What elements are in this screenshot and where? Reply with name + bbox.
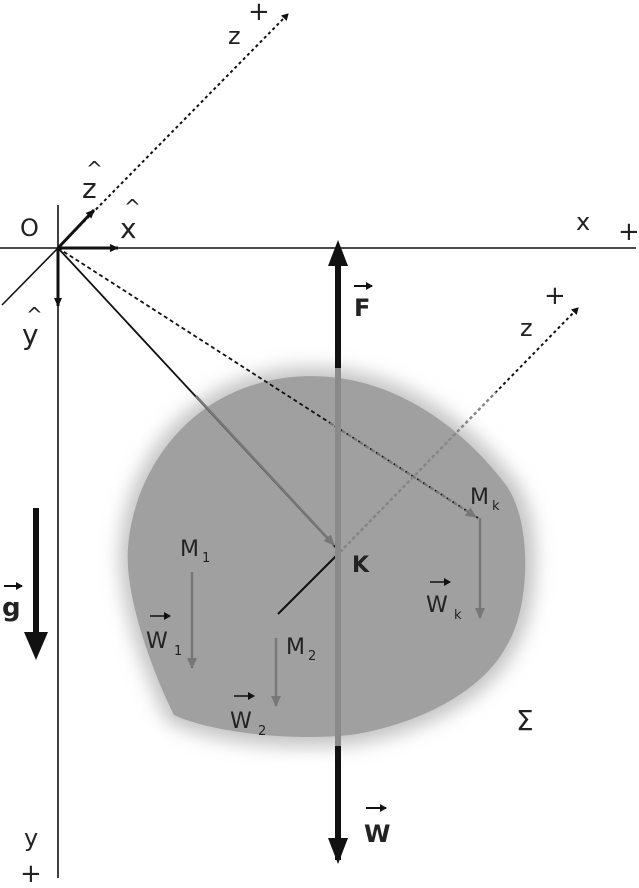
y-hat-label: y — [22, 318, 39, 351]
svg-text:W: W — [426, 593, 448, 618]
body-sigma — [119, 366, 536, 748]
z-axis-back — [1, 247, 59, 306]
weight-w-label: W — [364, 804, 390, 848]
local-z-back — [277, 551, 341, 615]
svg-text:M: M — [286, 635, 305, 660]
vector-o-to-mk-inside — [329, 421, 477, 519]
vector-o-to-k-inside — [195, 395, 335, 546]
z-plus-label: + — [248, 0, 270, 27]
origin-label: O — [20, 214, 39, 242]
position-vectors — [57, 247, 479, 553]
svg-text:k: k — [492, 499, 500, 514]
wk-label: W k — [426, 578, 462, 623]
mk-label: M k — [470, 485, 500, 514]
z-hat-label: z — [82, 172, 97, 205]
z-axis-line — [57, 13, 289, 249]
global-axes — [0, 13, 636, 878]
force-line — [328, 240, 348, 864]
local-z-plus-label: + — [544, 281, 566, 311]
local-z-label: z — [520, 314, 533, 342]
svg-text:M: M — [470, 485, 489, 510]
force-f-arrowhead — [328, 240, 348, 266]
m1-label: M 1 — [180, 537, 210, 566]
w1-label: W 1 — [146, 612, 182, 659]
svg-text:g: g — [2, 593, 21, 623]
body-sigma-label: Σ — [516, 704, 534, 737]
svg-text:M: M — [180, 537, 199, 562]
y-hat-caret: ^ — [26, 303, 43, 327]
y-axis-label: y — [24, 824, 38, 852]
x-axis-label: x — [576, 208, 590, 236]
w2-label: W 2 — [230, 692, 266, 739]
svg-text:W: W — [146, 629, 168, 654]
local-axes-k — [277, 307, 579, 615]
gravity-g-label: g — [2, 582, 23, 623]
svg-text:W: W — [364, 820, 390, 848]
z-hat-arrow — [56, 208, 96, 250]
svg-text:F: F — [354, 294, 370, 322]
x-hat-label: x — [120, 212, 137, 245]
x-hat-caret: ^ — [124, 195, 141, 219]
svg-text:W: W — [230, 709, 252, 734]
x-plus-label: + — [618, 217, 639, 247]
svg-text:k: k — [454, 608, 462, 623]
svg-text:1: 1 — [174, 644, 182, 659]
force-f-label: F — [354, 282, 373, 322]
local-z-axis-inside — [339, 391, 497, 553]
svg-text:2: 2 — [258, 724, 266, 739]
svg-text:2: 2 — [308, 649, 316, 664]
center-k-label: K — [352, 553, 370, 578]
gravity-arrow — [24, 508, 48, 660]
z-axis-label: z — [228, 22, 241, 50]
svg-text:1: 1 — [202, 551, 210, 566]
z-hat-caret: ^ — [86, 157, 103, 181]
weight-w-arrowhead — [328, 838, 348, 864]
m2-label: M 2 — [286, 635, 316, 664]
particle-weights — [187, 518, 485, 707]
y-plus-label: + — [20, 859, 42, 888]
